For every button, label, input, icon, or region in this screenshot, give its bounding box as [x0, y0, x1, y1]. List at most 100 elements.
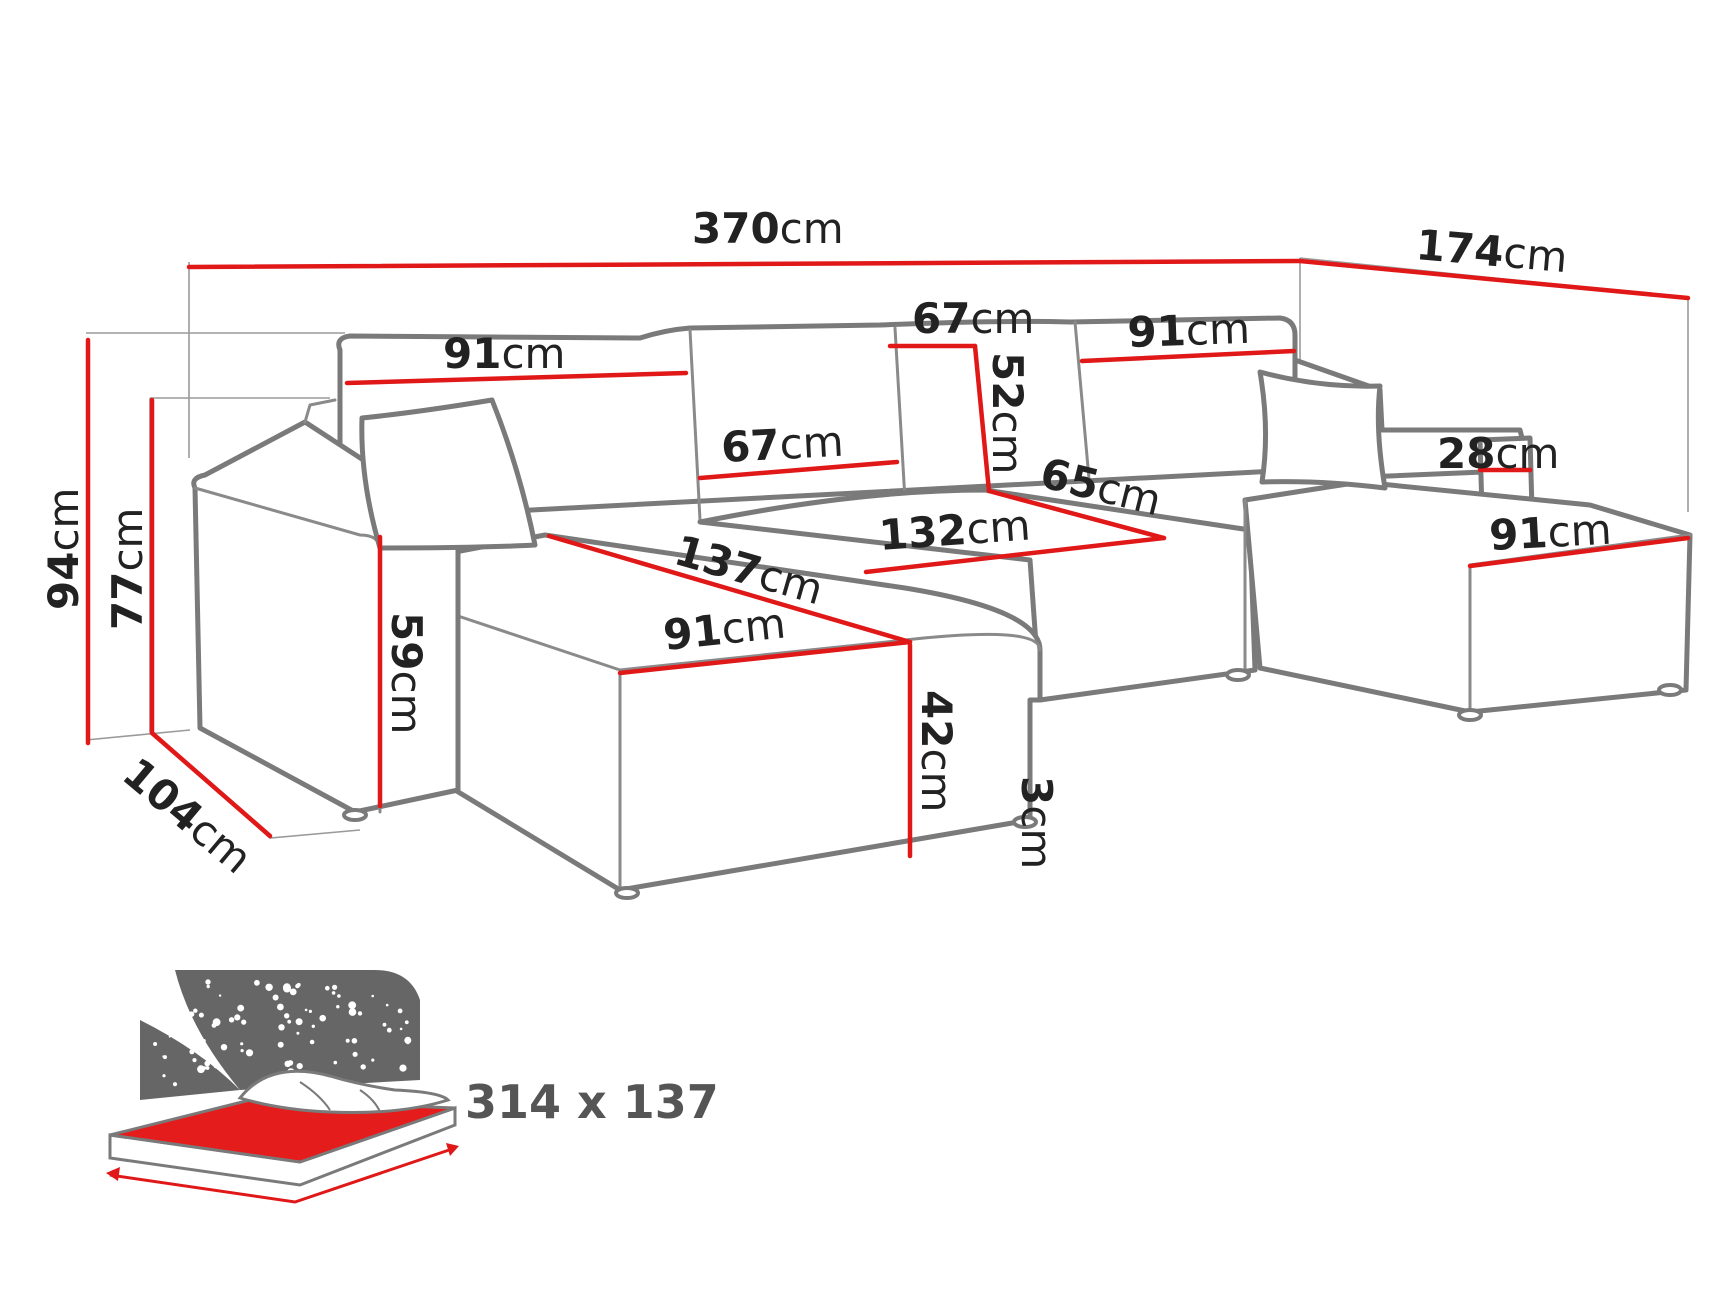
label-armrest-back-height: 77cm [103, 508, 152, 630]
star [162, 1074, 166, 1078]
star [331, 991, 336, 995]
star [304, 1008, 308, 1012]
stars [153, 979, 412, 1087]
star [325, 985, 330, 991]
star [289, 988, 297, 996]
star [397, 1008, 403, 1014]
star [348, 1001, 357, 1010]
dim-line-91-chaise [617, 639, 913, 676]
dim-line-137 [546, 533, 913, 645]
star [198, 1012, 204, 1018]
star [206, 984, 210, 989]
star [205, 1066, 210, 1070]
dimension-lines [85, 258, 1691, 859]
star [360, 1064, 366, 1070]
star [211, 1023, 217, 1028]
star [240, 1049, 244, 1053]
star [234, 1014, 241, 1021]
star [399, 1064, 407, 1072]
star [332, 984, 338, 990]
dim-line-104 [149, 730, 273, 839]
star [309, 1039, 315, 1045]
night-sky-panel-left [140, 1020, 240, 1100]
label-side-depth: 104cm [114, 748, 262, 883]
star [265, 983, 273, 991]
label-total-width: 370cm [692, 204, 844, 253]
star [336, 1005, 340, 1009]
label-right-chaise-width: 91cm [1488, 505, 1613, 560]
dim-line-370 [186, 258, 1303, 270]
star [404, 1020, 409, 1025]
star [278, 1024, 285, 1031]
label-seat-width: 132cm [877, 501, 1032, 560]
star [218, 994, 222, 997]
star [189, 1049, 195, 1055]
star [241, 1019, 247, 1025]
dim-line-132 [863, 535, 1167, 575]
sleeping-area-label: 314 x 137 [465, 1075, 719, 1129]
dim-line-174 [1297, 258, 1691, 301]
dim-line-91-back-left [344, 370, 689, 386]
dimension-labels: 370cm 174cm 91cm 67cm 91cm 67cm 52cm 94c… [39, 204, 1613, 883]
dim-line-65 [986, 488, 1167, 541]
star [284, 1013, 290, 1019]
star [198, 1043, 202, 1047]
star [162, 1055, 165, 1058]
label-backrest-height: 52cm [983, 352, 1032, 474]
dim-line-52 [972, 343, 992, 494]
star [404, 1036, 412, 1044]
label-total-height: 94cm [39, 488, 88, 610]
star [213, 1062, 220, 1069]
star [272, 994, 279, 1001]
star [277, 1003, 284, 1011]
star [333, 1060, 338, 1065]
star [254, 979, 260, 986]
star [351, 1038, 358, 1044]
dim-line-67-seat-back [697, 459, 900, 481]
label-back-middle-width: 67cm [912, 294, 1034, 343]
star [406, 1041, 410, 1045]
star [220, 1044, 228, 1051]
star [311, 1024, 315, 1029]
star [399, 1027, 403, 1031]
star [319, 1014, 327, 1022]
star [204, 1060, 211, 1067]
star [371, 1058, 375, 1062]
bed-surface [109, 1098, 456, 1164]
star [352, 1051, 358, 1057]
label-right-armrest-width: 28cm [1437, 429, 1559, 478]
star [295, 1018, 303, 1026]
star [202, 1039, 206, 1043]
star [337, 994, 341, 998]
star [371, 994, 375, 998]
star [283, 983, 291, 992]
star [357, 1011, 363, 1016]
star [240, 1042, 244, 1046]
star [193, 1008, 198, 1013]
star [308, 1009, 312, 1014]
night-sky-panel [175, 970, 420, 1090]
label-seat-height: 42cm [912, 690, 961, 812]
star [296, 1063, 303, 1070]
star [277, 1041, 284, 1048]
star [188, 1011, 195, 1017]
star [192, 1058, 197, 1063]
star [284, 1060, 291, 1068]
sleeping-function-icon: 314 x 137 [106, 970, 719, 1204]
star [382, 1022, 387, 1027]
label-leg-height: 3cm [1012, 776, 1061, 869]
dim-line-91-right [1467, 535, 1691, 569]
star [172, 1082, 178, 1087]
star [245, 1049, 254, 1057]
star [296, 1031, 300, 1035]
star [287, 1019, 292, 1024]
label-seat-backrest-width: 67cm [720, 417, 845, 472]
star [202, 1066, 207, 1070]
dim-line-91-back-right [1079, 348, 1297, 364]
label-chaise-width: 91cm [661, 598, 788, 660]
width-arrow [109, 1146, 456, 1204]
star [345, 1038, 350, 1043]
star [153, 1042, 158, 1046]
label-armrest-height: 59cm [382, 612, 431, 734]
